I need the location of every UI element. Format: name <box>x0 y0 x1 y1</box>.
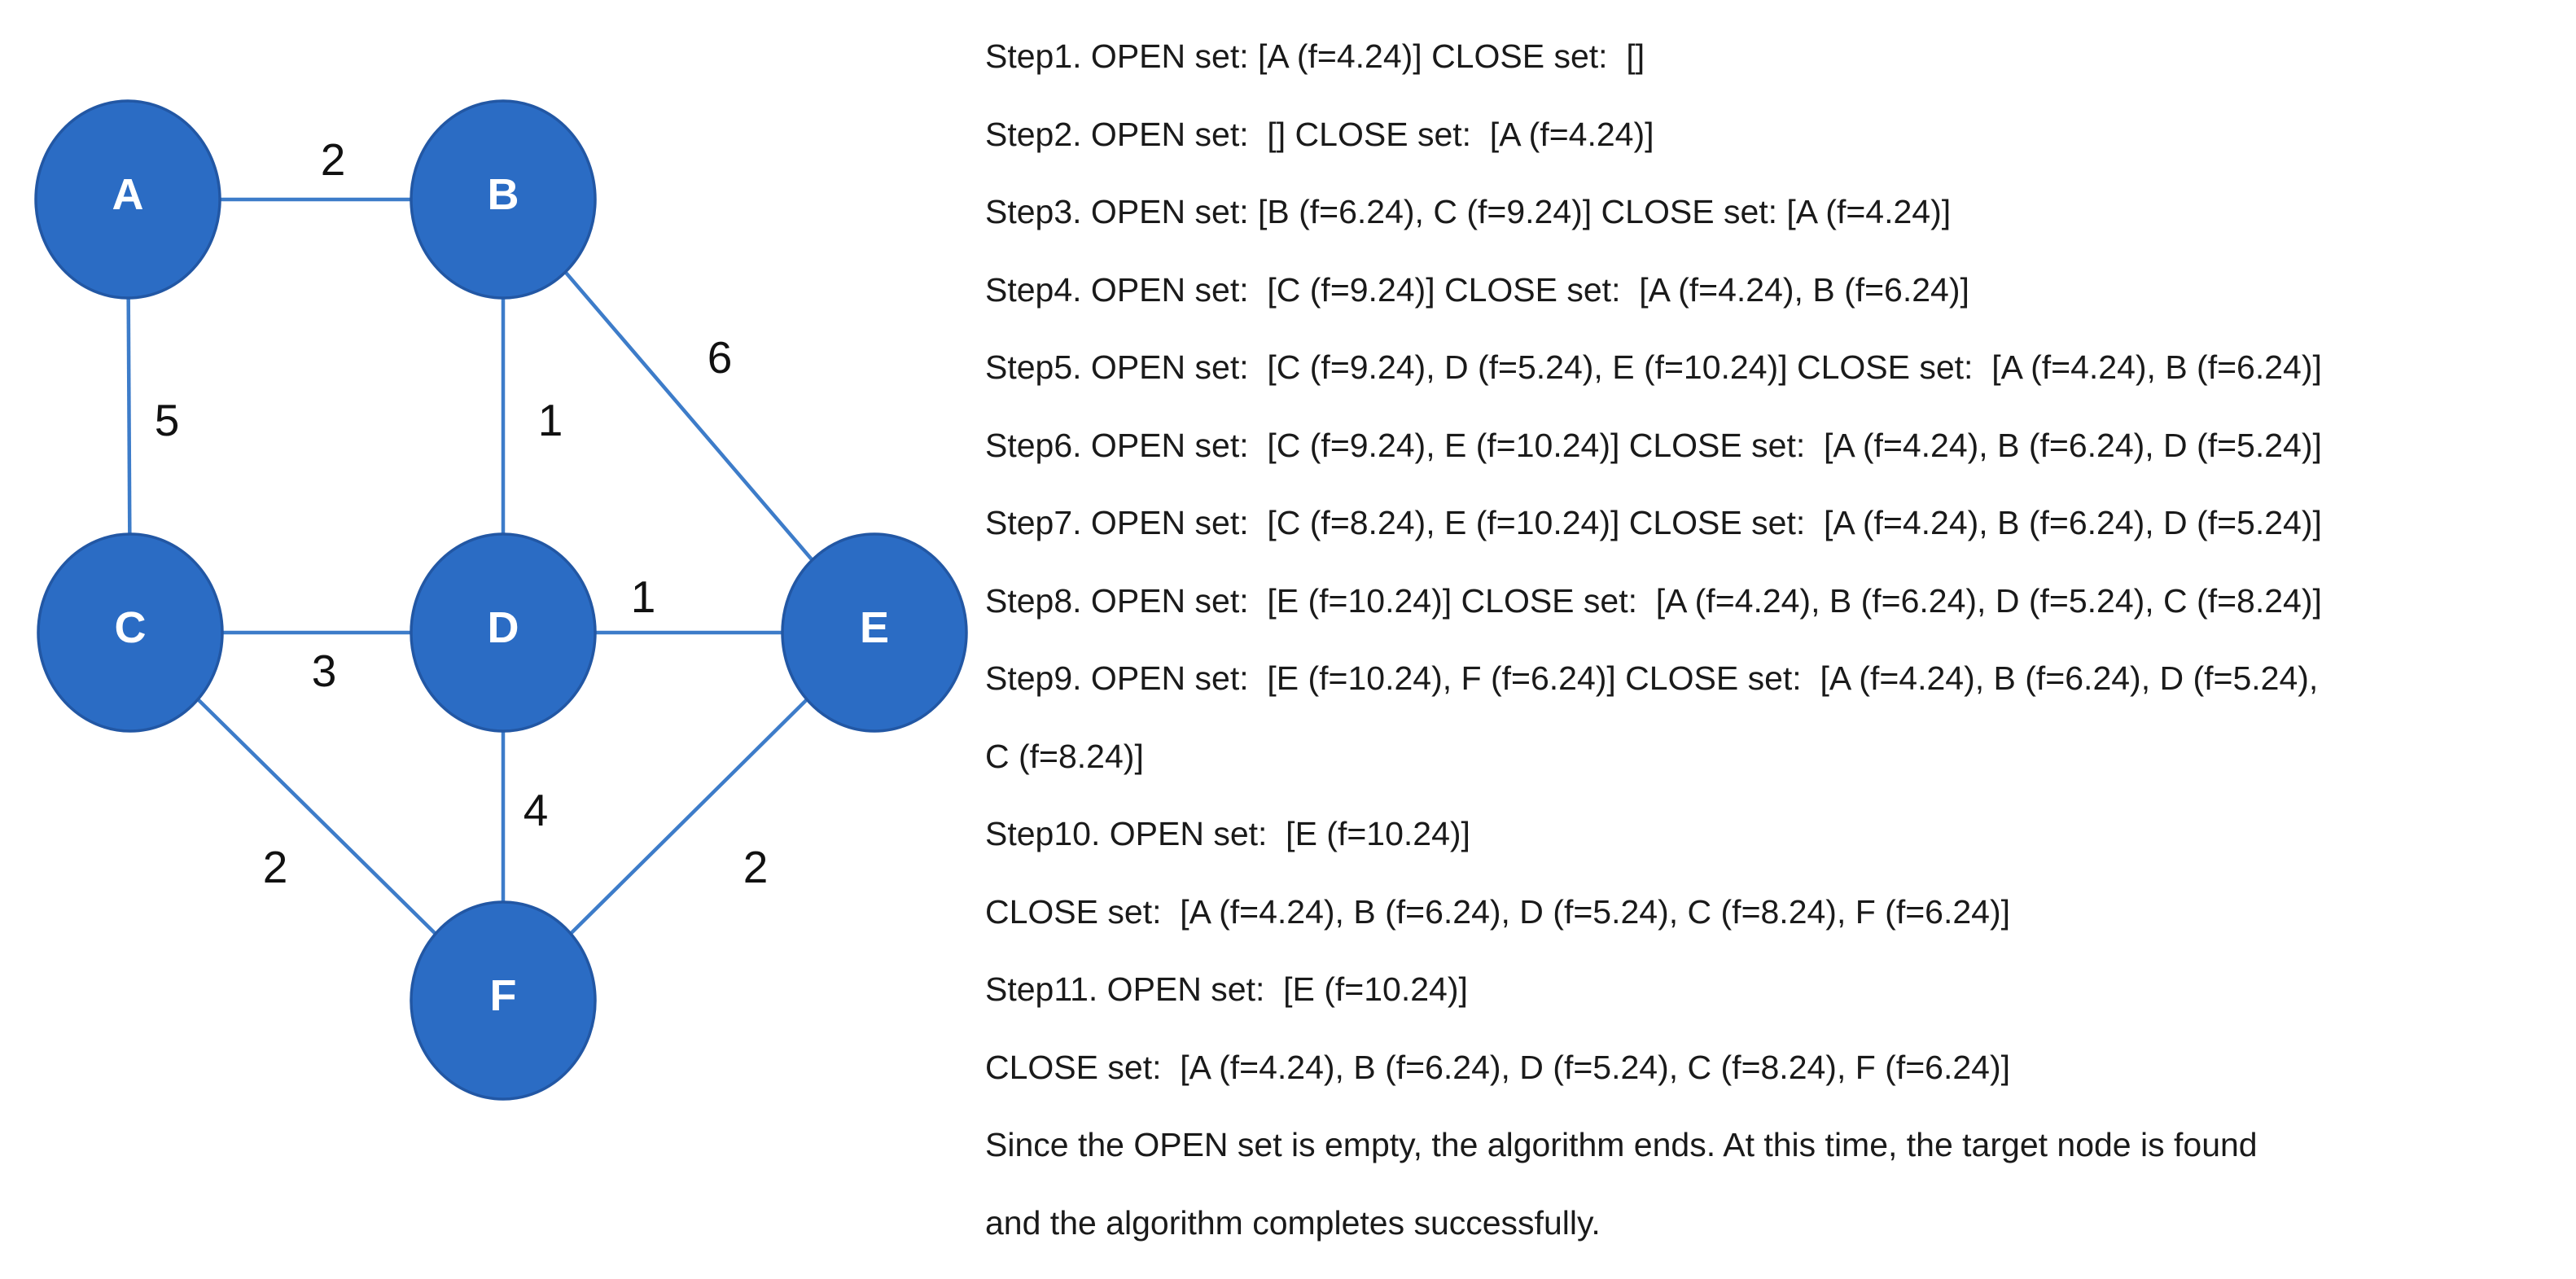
edge-weight-E-F: 2 <box>743 842 769 892</box>
graph-node-F <box>410 900 597 1101</box>
step-line-3: Step3. OPEN set: [B (f=6.24), C (f=9.24)… <box>985 193 1952 230</box>
graph-node-A <box>34 99 221 300</box>
steps-panel: Step1. OPEN set: [A (f=4.24)] CLOSE set:… <box>985 18 2569 1262</box>
step-line-9: Step9. OPEN set: [E (f=10.24), F (f=6.24… <box>985 659 2319 697</box>
step-line-4: Step4. OPEN set: [C (f=9.24)] CLOSE set:… <box>985 270 1969 309</box>
node-label-E: E <box>860 603 889 652</box>
edge-weight-C-F: 2 <box>263 842 288 892</box>
edge-weight-A-C: 5 <box>155 395 180 445</box>
step-line-15: Since the OPEN set is empty, the algorit… <box>985 1126 2258 1163</box>
graph-panel: A B C D E F 2 5 1 6 3 1 4 2 2 <box>0 0 1018 1279</box>
edge-weight-B-E: 6 <box>708 332 733 383</box>
step-line-1: Step1. OPEN set: [A (f=4.24)] CLOSE set:… <box>985 37 1645 75</box>
graph-diagram: A B C D E F 2 5 1 6 3 1 4 2 2 <box>34 99 968 1101</box>
node-label-A: A <box>112 170 144 219</box>
step-line-12: CLOSE set: [A (f=4.24), B (f=6.24), D (f… <box>985 892 2011 931</box>
node-label-B: B <box>488 170 519 219</box>
graph-node-C <box>37 532 224 733</box>
step-line-13: Step11. OPEN set: [E (f=10.24)] <box>985 970 1468 1008</box>
step-line-11: Step10. OPEN set: [E (f=10.24)] <box>985 815 1470 852</box>
edge-weight-D-F: 4 <box>524 785 549 835</box>
step-line-2: Step2. OPEN set: [] CLOSE set: [A (f=4.2… <box>985 115 1654 153</box>
graph-node-B <box>410 99 597 300</box>
step-line-5: Step5. OPEN set: [C (f=9.24), D (f=5.24)… <box>985 348 2322 386</box>
node-label-C: C <box>115 603 147 652</box>
edge-weight-C-D: 3 <box>312 646 337 696</box>
step-line-7: Step7. OPEN set: [C (f=8.24), E (f=10.24… <box>985 504 2322 541</box>
graph-node-D <box>410 532 597 733</box>
step-line-10: C (f=8.24)] <box>985 737 1144 775</box>
node-label-D: D <box>488 603 519 652</box>
step-line-6: Step6. OPEN set: [C (f=9.24), E (f=10.24… <box>985 426 2322 464</box>
edge-weight-A-B: 2 <box>321 134 346 185</box>
node-label-F: F <box>490 971 517 1020</box>
step-line-14: CLOSE set: [A (f=4.24), B (f=6.24), D (f… <box>985 1048 2011 1086</box>
step-line-16: and the algorithm completes successfully… <box>985 1203 1601 1242</box>
edge-weight-B-D: 1 <box>538 395 563 445</box>
edge-weight-D-E: 1 <box>631 572 656 622</box>
step-line-8: Step8. OPEN set: [E (f=10.24)] CLOSE set… <box>985 581 2322 620</box>
graph-node-E <box>781 532 968 733</box>
